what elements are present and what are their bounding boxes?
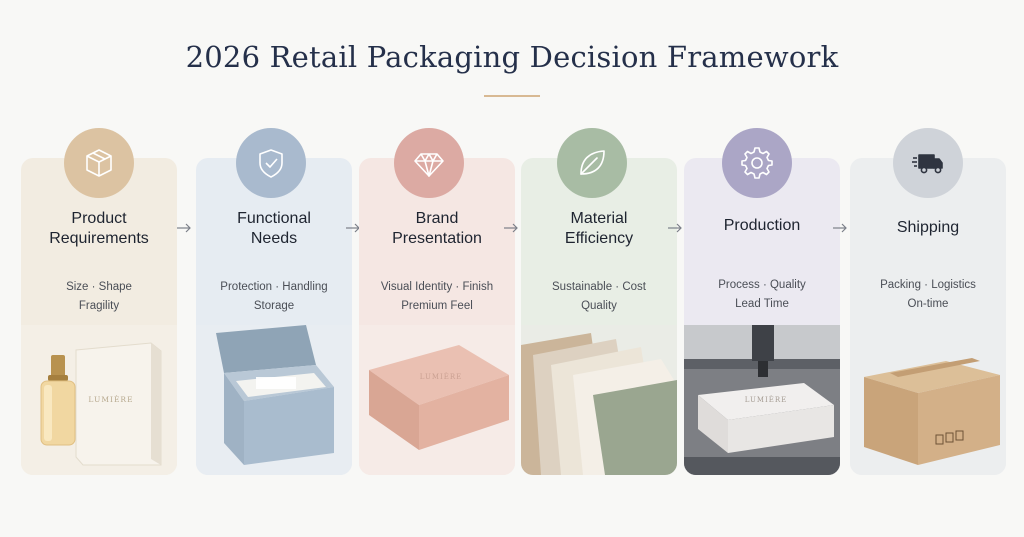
arrow-right-icon — [668, 223, 682, 233]
step-title: Product Requirements — [21, 209, 177, 249]
production-box-brand-label: LUMIÈRE — [745, 395, 788, 404]
rigid-gift-box-image: LUMIÈRE — [359, 325, 515, 475]
arrow-right-icon — [177, 223, 191, 233]
step-card-production: Production Process · Quality Lead Time L… — [684, 158, 840, 475]
step-subtitle-line: Packing · Logistics — [880, 279, 976, 291]
step-title-line: Needs — [250, 230, 298, 247]
title-divider — [484, 95, 540, 97]
step-title-line: Functional — [237, 210, 311, 227]
step-subtitle-line: Visual Identity · Finish — [380, 281, 494, 293]
box-icon — [64, 128, 134, 198]
step-subtitle: Size · Shape Fragility — [21, 278, 177, 316]
step-subtitle: Protection · Handling Storage — [196, 278, 352, 316]
gift-box-brand-label: LUMIÈRE — [420, 372, 463, 381]
step-title-line: Material — [570, 210, 628, 227]
arrow-right-icon — [504, 223, 518, 233]
step-subtitle-line: Size · Shape — [66, 281, 132, 293]
step-title-line: Requirements — [49, 230, 149, 247]
step-title-line: Presentation — [392, 230, 482, 247]
production-machine-image: LUMIÈRE — [684, 325, 840, 475]
step-card-product-requirements: Product Requirements Size · Shape Fragil… — [21, 158, 177, 475]
step-subtitle-line: Storage — [253, 300, 295, 312]
step-subtitle-line: Process · Quality — [718, 279, 806, 291]
perfume-and-box-image: LUMIÈRE — [21, 325, 177, 475]
step-title-line: Product — [71, 210, 127, 227]
shield-check-icon — [236, 128, 306, 198]
step-subtitle: Sustainable · Cost Quality — [521, 278, 677, 316]
step-card-brand-presentation: Brand Presentation Visual Identity · Fin… — [359, 158, 515, 475]
leaf-icon — [557, 128, 627, 198]
step-subtitle-line: Sustainable · Cost — [552, 281, 646, 293]
step-subtitle-line: Protection · Handling — [220, 281, 328, 293]
step-subtitle-line: Lead Time — [735, 298, 789, 310]
step-subtitle-line: Quality — [581, 300, 617, 312]
step-subtitle: Visual Identity · Finish Premium Feel — [359, 278, 515, 316]
step-title: Production — [684, 216, 840, 236]
step-subtitle-line: Premium Feel — [401, 300, 473, 312]
box-brand-label: LUMIÈRE — [88, 395, 133, 404]
mailer-box-image — [196, 325, 352, 475]
page-title: 2026 Retail Packaging Decision Framework — [185, 40, 839, 74]
truck-icon — [893, 128, 963, 198]
step-title-line: Production — [723, 217, 801, 234]
step-card-functional-needs: Functional Needs Protection · Handling S… — [196, 158, 352, 475]
step-card-shipping: Shipping Packing · Logistics On-time — [850, 158, 1006, 475]
material-swatches-image — [521, 325, 677, 475]
step-title-line: Efficiency — [564, 230, 634, 247]
step-title: Brand Presentation — [359, 209, 515, 249]
step-card-material-efficiency: Material Efficiency Sustainable · Cost Q… — [521, 158, 677, 475]
step-title: Material Efficiency — [521, 209, 677, 249]
step-subtitle: Packing · Logistics On-time — [850, 276, 1006, 314]
gear-icon — [722, 128, 792, 198]
step-title-line: Brand — [415, 210, 459, 227]
step-subtitle-line: Fragility — [78, 300, 120, 312]
step-title: Shipping — [850, 218, 1006, 238]
step-title-line: Shipping — [896, 219, 960, 236]
step-subtitle-line: On-time — [907, 298, 949, 310]
shipping-carton-image — [850, 325, 1006, 475]
step-title: Functional Needs — [196, 209, 352, 249]
step-subtitle: Process · Quality Lead Time — [684, 276, 840, 314]
arrow-right-icon — [833, 223, 847, 233]
diamond-icon — [394, 128, 464, 198]
